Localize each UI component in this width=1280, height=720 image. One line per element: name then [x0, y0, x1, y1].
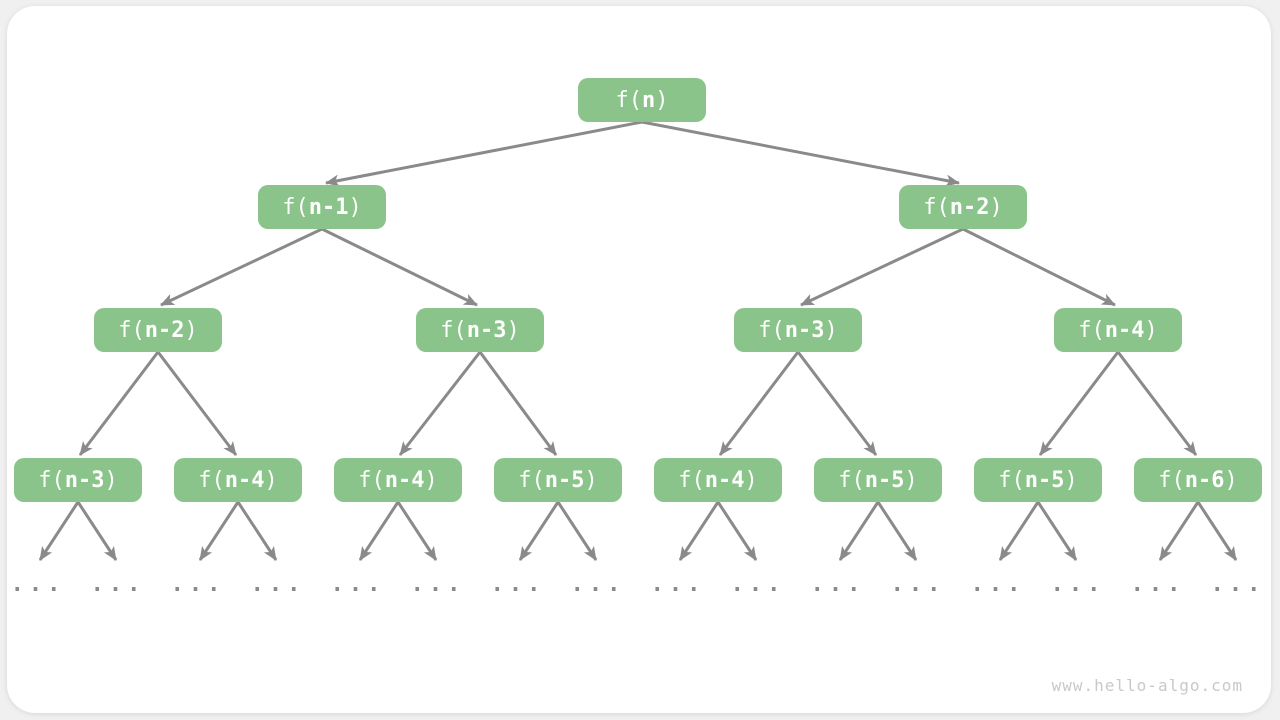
ellipsis: ... — [90, 572, 146, 597]
ellipsis: ... — [970, 572, 1026, 597]
tree-node: f(n-6) — [1134, 458, 1262, 502]
ellipsis: ... — [330, 572, 386, 597]
node-label-pre: f( — [678, 467, 705, 493]
ellipsis: ... — [730, 572, 786, 597]
tree-node: f(n-1) — [258, 185, 386, 229]
tree-node: f(n-4) — [334, 458, 462, 502]
node-label-arg: n-4 — [384, 467, 425, 493]
ellipsis: ... — [250, 572, 306, 597]
watermark: www.hello-algo.com — [1051, 676, 1243, 695]
ellipsis: ... — [1050, 572, 1106, 597]
ellipsis: ... — [490, 572, 546, 597]
ellipsis: ... — [10, 572, 66, 597]
ellipsis: ... — [650, 572, 706, 597]
node-label-post: ) — [506, 317, 520, 343]
node-label-arg: n-2 — [949, 194, 990, 220]
node-label-pre: f( — [615, 87, 643, 113]
node-label-arg: n-3 — [466, 317, 507, 343]
node-label-pre: f( — [923, 194, 950, 220]
node-label-post: ) — [348, 194, 362, 220]
node-label-post: ) — [424, 467, 438, 493]
node-label-pre: f( — [998, 467, 1025, 493]
node-label-arg: n-3 — [784, 317, 825, 343]
tree-node: f(n-5) — [974, 458, 1102, 502]
node-label-arg: n-4 — [1104, 317, 1145, 343]
node-label-post: ) — [824, 317, 838, 343]
node-label-post: ) — [584, 467, 598, 493]
node-label-arg: n-1 — [308, 194, 349, 220]
tree-node-root: f(n) — [578, 78, 706, 122]
node-label-pre: f( — [198, 467, 225, 493]
tree-node: f(n-3) — [14, 458, 142, 502]
node-label-pre: f( — [118, 317, 145, 343]
node-label-pre: f( — [282, 194, 309, 220]
node-label-pre: f( — [358, 467, 385, 493]
node-label-arg: n-5 — [544, 467, 585, 493]
node-label-post: ) — [264, 467, 278, 493]
tree-node: f(n-2) — [94, 308, 222, 352]
node-label-pre: f( — [1078, 317, 1105, 343]
node-label-post: ) — [744, 467, 758, 493]
node-label-pre: f( — [1158, 467, 1185, 493]
node-label-arg: n-2 — [144, 317, 185, 343]
node-label-post: ) — [1224, 467, 1238, 493]
node-label-arg: n-3 — [64, 467, 105, 493]
node-label-post: ) — [104, 467, 118, 493]
tree-node: f(n-4) — [1054, 308, 1182, 352]
node-label-post: ) — [1064, 467, 1078, 493]
node-label-arg: n-5 — [864, 467, 905, 493]
node-label-pre: f( — [38, 467, 65, 493]
tree-node: f(n-5) — [494, 458, 622, 502]
tree-node: f(n-5) — [814, 458, 942, 502]
tree-node: f(n-4) — [174, 458, 302, 502]
node-label-post: ) — [989, 194, 1003, 220]
node-label-post: ) — [1144, 317, 1158, 343]
node-label-arg: n-6 — [1184, 467, 1225, 493]
ellipsis: ... — [1210, 572, 1266, 597]
node-label-pre: f( — [518, 467, 545, 493]
node-label-arg: n-4 — [224, 467, 265, 493]
ellipsis: ... — [890, 572, 946, 597]
tree-node: f(n-4) — [654, 458, 782, 502]
node-label-arg: n-5 — [1024, 467, 1065, 493]
node-label-post: ) — [904, 467, 918, 493]
ellipsis: ... — [570, 572, 626, 597]
tree-node: f(n-3) — [734, 308, 862, 352]
node-label-pre: f( — [758, 317, 785, 343]
node-label-arg: n — [642, 87, 656, 113]
node-label-post: ) — [655, 87, 669, 113]
node-label-pre: f( — [838, 467, 865, 493]
node-label-post: ) — [184, 317, 198, 343]
ellipsis: ... — [170, 572, 226, 597]
tree-node: f(n-3) — [416, 308, 544, 352]
node-label-pre: f( — [440, 317, 467, 343]
ellipsis: ... — [1130, 572, 1186, 597]
node-label-arg: n-4 — [704, 467, 745, 493]
ellipsis: ... — [810, 572, 866, 597]
ellipsis: ... — [410, 572, 466, 597]
tree-node: f(n-2) — [899, 185, 1027, 229]
